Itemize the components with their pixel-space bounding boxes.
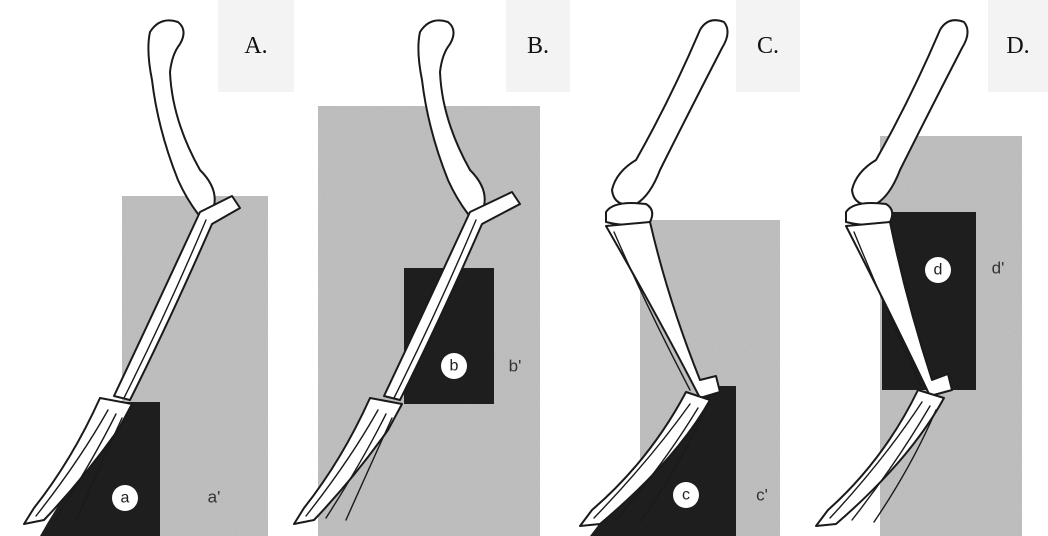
panel-label-c: C. bbox=[736, 0, 800, 92]
inner-label-d: d bbox=[934, 262, 943, 279]
inner-label-a: a bbox=[121, 490, 130, 507]
panel-a: a a' bbox=[24, 20, 268, 536]
outer-label-d: d' bbox=[992, 259, 1005, 278]
outer-label-a: a' bbox=[208, 488, 221, 507]
panel-c: c c' bbox=[580, 20, 780, 536]
panel-d: d d' bbox=[816, 20, 1022, 536]
inner-label-c: c bbox=[682, 487, 690, 504]
humerus-c bbox=[612, 20, 728, 205]
panel-label-a: A. bbox=[218, 0, 294, 92]
outer-label-c: c' bbox=[756, 486, 768, 505]
panel-label-d: D. bbox=[988, 0, 1048, 92]
outer-label-b: b' bbox=[509, 357, 522, 376]
humerus-a bbox=[148, 20, 214, 214]
panel-label-b: B. bbox=[506, 0, 570, 92]
inner-label-b: b bbox=[450, 358, 459, 375]
panel-b: b b' bbox=[294, 20, 540, 536]
